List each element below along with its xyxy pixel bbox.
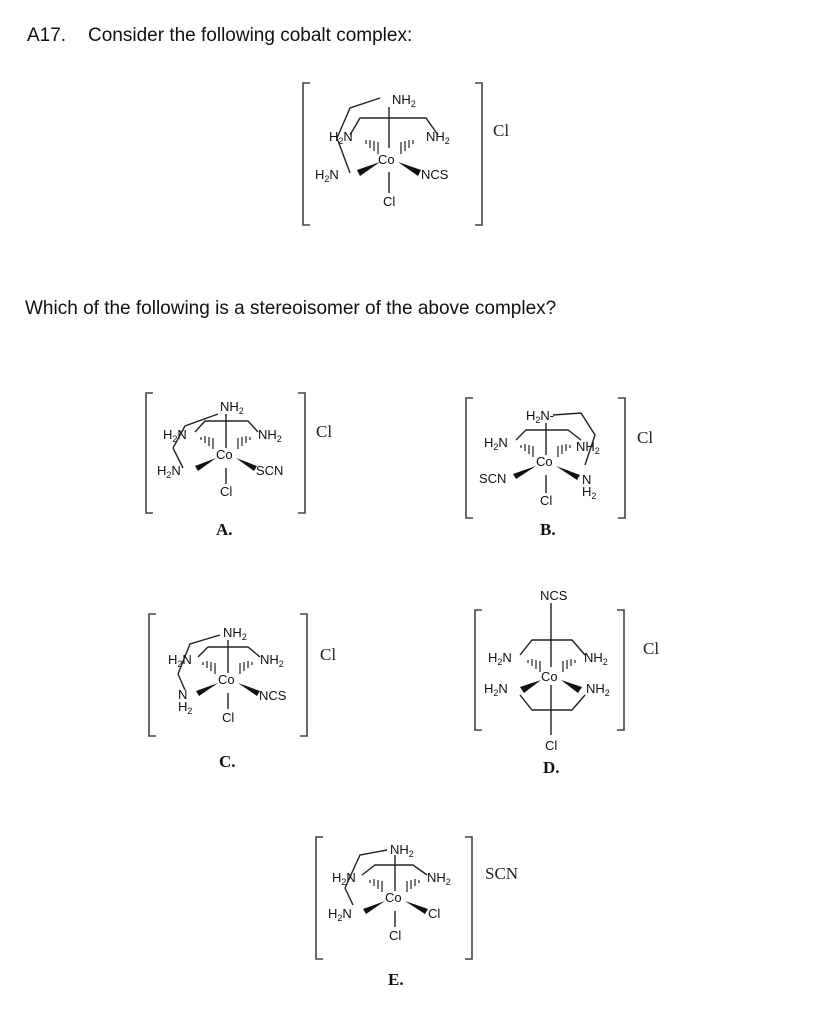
option-b-label[interactable]: B. <box>540 520 556 539</box>
option-a-ligand-top: NH2 <box>220 399 244 416</box>
option-b-ligand-top: H2N- <box>526 408 554 425</box>
option-c-ligand-top: NH2 <box>223 625 247 642</box>
option-b-ligand-bottom: Cl <box>540 493 552 508</box>
metal-center: Co <box>378 152 395 167</box>
option-e-ligand-top: NH2 <box>390 842 414 859</box>
option-e-ligand-hash-right: NH2 <box>427 870 451 887</box>
option-b-structure[interactable]: H2N- H2N NH2 Co SCN N H2 Cl Cl <box>463 395 673 525</box>
option-c-label[interactable]: C. <box>219 752 236 771</box>
option-a-metal: Co <box>216 447 233 462</box>
question-number: A17. <box>27 25 67 46</box>
option-c-ligand-hash-left: H2N <box>168 652 192 669</box>
option-a-ligand-bottom: Cl <box>220 484 232 499</box>
option-d-counterion: Cl <box>643 639 659 658</box>
option-c-ligand-wedge-right: NCS <box>259 688 287 703</box>
option-e-metal: Co <box>385 890 402 905</box>
right-bracket <box>475 82 483 226</box>
option-b-ligand-wedge-right-h: H2 <box>582 484 596 501</box>
ligand-wedge-left: H2N <box>315 167 339 184</box>
option-d-structure[interactable]: NCS H2N NH2 Co H2N NH2 Cl Cl <box>470 585 670 755</box>
option-b-ligand-hash-right: NH2 <box>576 439 600 456</box>
option-a-ligand-wedge-left: H2N <box>157 463 181 480</box>
option-c-metal: Co <box>218 672 235 687</box>
counterion: Cl <box>493 121 509 140</box>
question-sub-prompt: Which of the following is a stereoisomer… <box>25 298 557 319</box>
option-b-ligand-hash-left: H2N <box>484 435 508 452</box>
option-b-metal: Co <box>536 454 553 469</box>
option-e-ligand-bottom: Cl <box>389 928 401 943</box>
option-e-ligand-wedge-right: Cl <box>428 906 440 921</box>
option-c-structure[interactable]: NH2 H2N NH2 Co N H2 NCS Cl Cl <box>148 610 348 740</box>
option-e-structure[interactable]: NH2 H2N NH2 Co H2N Cl Cl SCN <box>315 833 535 963</box>
ligand-bottom: Cl <box>383 194 395 209</box>
option-d-ligand-hash-right: NH2 <box>584 650 608 667</box>
main-complex-structure: NH2 H2N NH2 Co H2N NCS Cl Cl <box>300 78 540 228</box>
option-d-metal: Co <box>541 669 558 684</box>
ligand-hash-left: H2N <box>329 129 353 146</box>
option-c-ligand-hash-right: NH2 <box>260 652 284 669</box>
option-e-label[interactable]: E. <box>388 970 404 989</box>
option-e-counterion: SCN <box>485 864 518 883</box>
option-b-ligand-wedge-right: N <box>582 472 591 487</box>
option-e-ligand-wedge-left: H2N <box>328 906 352 923</box>
option-a-ligand-hash-left: H2N <box>163 427 187 444</box>
option-c-ligand-wedge-left: N <box>178 687 187 702</box>
option-b-ligand-wedge-left: SCN <box>479 471 506 486</box>
option-d-ligand-bottom: Cl <box>545 738 557 753</box>
option-e-ligand-hash-left: H2N <box>332 870 356 887</box>
option-d-ligand-top: NCS <box>540 588 568 603</box>
option-a-ligand-hash-right: NH2 <box>258 427 282 444</box>
option-c-ligand-bottom: Cl <box>222 710 234 725</box>
ligand-wedge-right: NCS <box>421 167 449 182</box>
ligand-top: NH2 <box>392 92 416 109</box>
option-d-ligand-wedge-right: NH2 <box>586 681 610 698</box>
option-d-label[interactable]: D. <box>543 758 560 777</box>
option-a-ligand-wedge-right: SCN <box>256 463 283 478</box>
question-prompt: Consider the following cobalt complex: <box>88 25 413 46</box>
option-c-ligand-wedge-left-h: H2 <box>178 699 192 716</box>
option-a-label[interactable]: A. <box>216 520 233 539</box>
left-bracket <box>302 82 310 226</box>
option-c-counterion: Cl <box>320 645 336 664</box>
ligand-hash-right: NH2 <box>426 129 450 146</box>
option-b-counterion: Cl <box>637 428 653 447</box>
option-a-counterion: Cl <box>316 422 332 441</box>
option-d-ligand-hash-left: H2N <box>488 650 512 667</box>
option-d-ligand-wedge-left: H2N <box>484 681 508 698</box>
option-a-structure[interactable]: NH2 H2N NH2 Co H2N SCN Cl Cl <box>143 388 343 518</box>
